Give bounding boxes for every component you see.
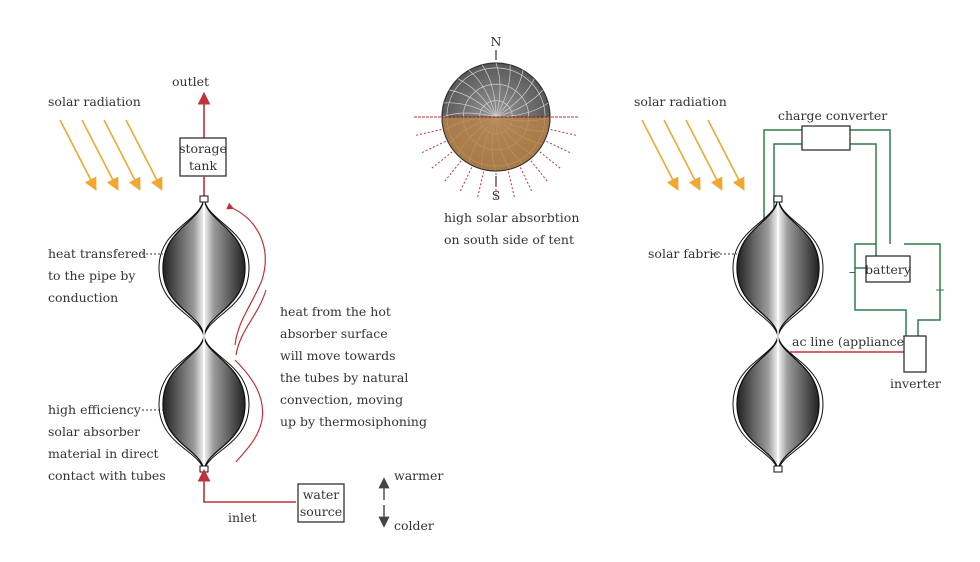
absorber-line-1: high efficiency — [48, 402, 142, 417]
inlet-pipe — [197, 468, 296, 503]
inverter-label: inverter — [890, 376, 941, 391]
south-ray — [476, 171, 485, 200]
tent-south-half — [441, 116, 551, 172]
storage-tank-box — [179, 137, 227, 177]
south-ray — [530, 160, 549, 183]
convection-curve-1 — [226, 202, 266, 346]
green-wiring — [763, 129, 941, 336]
wire-battery-neg-loop — [854, 243, 876, 269]
heat-transfer-line-3: conduction — [48, 290, 118, 305]
south-rays — [412, 116, 580, 201]
geodesic-spoke — [449, 89, 497, 118]
ray-3 — [103, 119, 141, 191]
convection-curve-3 — [234, 359, 264, 463]
left-solar-rays — [59, 119, 163, 191]
inverter-box — [903, 335, 927, 373]
charge-converter-label: charge converter — [778, 108, 887, 123]
colder-label: colder — [394, 518, 434, 533]
south-ray — [507, 171, 516, 200]
geodesic-spoke — [495, 78, 535, 118]
south-label: S — [492, 188, 501, 203]
geodesic-spoke — [457, 78, 497, 118]
convection-line-6: up by thermosiphoning — [280, 414, 427, 429]
ray-1 — [59, 119, 97, 191]
right-solar-rays — [641, 119, 745, 191]
tube-bottom-cap — [199, 465, 209, 473]
geodesic-spoke — [495, 64, 511, 118]
geodesic-spoke — [441, 112, 497, 118]
south-ray — [443, 160, 462, 183]
wire-fabric-to-converter-outer — [763, 129, 802, 236]
south-ray — [550, 128, 579, 137]
ray-2 — [81, 119, 119, 191]
geodesic-spoke — [495, 70, 524, 118]
ac-line-label: ac line (appliances) — [792, 334, 915, 349]
convection-line-5: convection, moving — [280, 392, 403, 407]
south-ray — [430, 151, 453, 170]
convection-line-3: will move towards — [280, 348, 396, 363]
wire-battery-to-inverter-neg — [854, 268, 907, 336]
center-caption-line-2: on south side of tent — [444, 232, 574, 247]
geodesic-spoke — [495, 89, 544, 118]
wire-fabric-to-converter-inner — [773, 143, 802, 236]
ray-3 — [685, 119, 723, 191]
warmer-label: warmer — [394, 468, 443, 483]
convection-curve-2 — [235, 289, 267, 356]
right-panel: solar radiation charge converter battery… — [634, 94, 945, 473]
left-solar-radiation-label: solar radiation — [48, 94, 141, 109]
water-source-line-1: water — [303, 487, 340, 502]
geodesic-spoke — [468, 69, 497, 118]
inlet-label: inlet — [228, 510, 256, 525]
convection-curves — [226, 202, 267, 463]
solar-fabric-label: solar fabric — [648, 246, 720, 261]
ray-4 — [707, 119, 745, 191]
wire-converter-to-battery-inner — [850, 143, 877, 256]
heat-transfer-line-1: heat transfered — [48, 246, 146, 261]
charge-converter-box — [801, 125, 851, 151]
left-panel: solar radiation outlet storage tank inle… — [48, 74, 443, 533]
north-label: N — [491, 34, 502, 49]
tube-top-cap — [199, 195, 209, 203]
absorber-line-4: contact with tubes — [48, 468, 166, 483]
outlet-label: outlet — [172, 74, 209, 89]
south-ray — [459, 167, 473, 193]
heat-transfer-line-2: to the pipe by — [48, 268, 136, 283]
south-ray — [519, 167, 533, 193]
fabric-top-cap — [773, 195, 783, 203]
south-ray — [413, 128, 442, 137]
convection-line-1: heat from the hot — [280, 304, 391, 319]
battery-minus-label: – — [849, 264, 855, 279]
storage-tank-line-2: tank — [189, 158, 218, 173]
convection-line-2: absorber surface — [280, 326, 388, 341]
battery-plus-label: + — [935, 282, 945, 297]
water-source-line-2: source — [300, 504, 342, 519]
left-absorber-tube — [158, 195, 250, 473]
storage-tank-line-1: storage — [179, 141, 227, 156]
ray-1 — [641, 119, 679, 191]
south-ray — [539, 151, 562, 170]
center-caption-line-1: high solar absorbtion — [444, 210, 579, 225]
geodesic-spoke — [495, 62, 501, 118]
geodesic-spoke — [481, 64, 497, 118]
solar-fabric-tube — [732, 195, 824, 473]
south-ray — [546, 140, 572, 154]
geodesic-spoke — [443, 102, 497, 118]
wire-converter-to-battery-outer — [850, 129, 891, 244]
south-ray — [420, 140, 446, 154]
water-source-box — [297, 483, 345, 523]
battery-label: battery — [865, 262, 912, 277]
absorber-line-3: material in direct — [48, 446, 159, 461]
absorber-line-2: solar absorber — [48, 424, 140, 439]
wire-battery-to-inverter-pos — [904, 243, 941, 336]
right-solar-radiation-label: solar radiation — [634, 94, 727, 109]
battery-box — [865, 255, 911, 283]
fabric-bottom-cap — [773, 465, 783, 473]
center-panel: N S high solar absorbtion on south side … — [412, 34, 580, 247]
convection-line-4: the tubes by natural — [280, 370, 408, 385]
ray-2 — [663, 119, 701, 191]
ray-4 — [125, 119, 163, 191]
